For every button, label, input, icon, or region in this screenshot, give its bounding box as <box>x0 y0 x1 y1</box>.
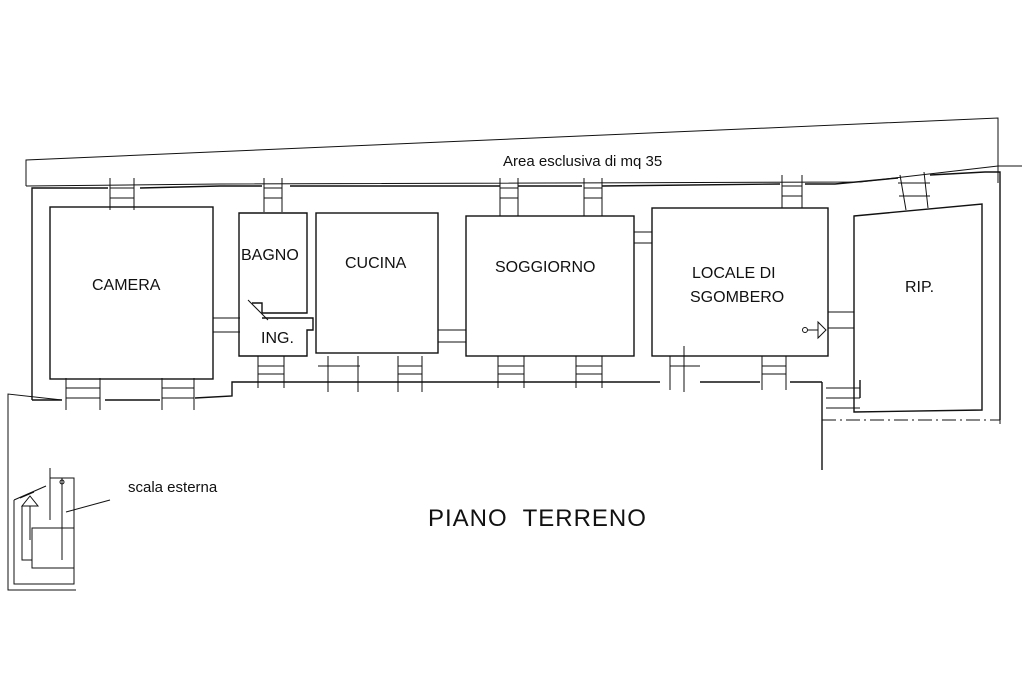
room-cucina-walls <box>315 212 439 354</box>
stair-label: scala esterna <box>128 479 218 496</box>
room-locale-walls <box>634 207 829 357</box>
room-label-cucina: CUCINA <box>345 255 407 272</box>
external-staircase <box>7 393 111 591</box>
room-camera-walls <box>49 206 240 380</box>
room-label-camera: CAMERA <box>92 277 161 294</box>
room-bagno-walls <box>238 212 308 314</box>
building-outer-wall <box>31 171 1001 470</box>
window-symbols <box>65 171 930 410</box>
room-label-locale-line1: LOCALE DI <box>692 265 776 282</box>
area-label: Area esclusiva di mq 35 <box>503 153 662 170</box>
plan-title: PIANO TERRENO <box>428 505 647 532</box>
exclusive-area-boundary <box>25 117 1022 187</box>
room-label-ingresso: ING. <box>261 330 294 347</box>
room-label-soggiorno: SOGGIORNO <box>495 259 595 276</box>
room-label-bagno: BAGNO <box>241 247 299 264</box>
room-label-locale-line2: SGOMBERO <box>690 289 784 306</box>
room-soggiorno-walls <box>438 215 635 357</box>
room-label-ripostiglio: RIP. <box>905 279 934 296</box>
room-ingresso-walls <box>238 299 314 357</box>
room-ripostiglio-walls <box>828 203 983 413</box>
